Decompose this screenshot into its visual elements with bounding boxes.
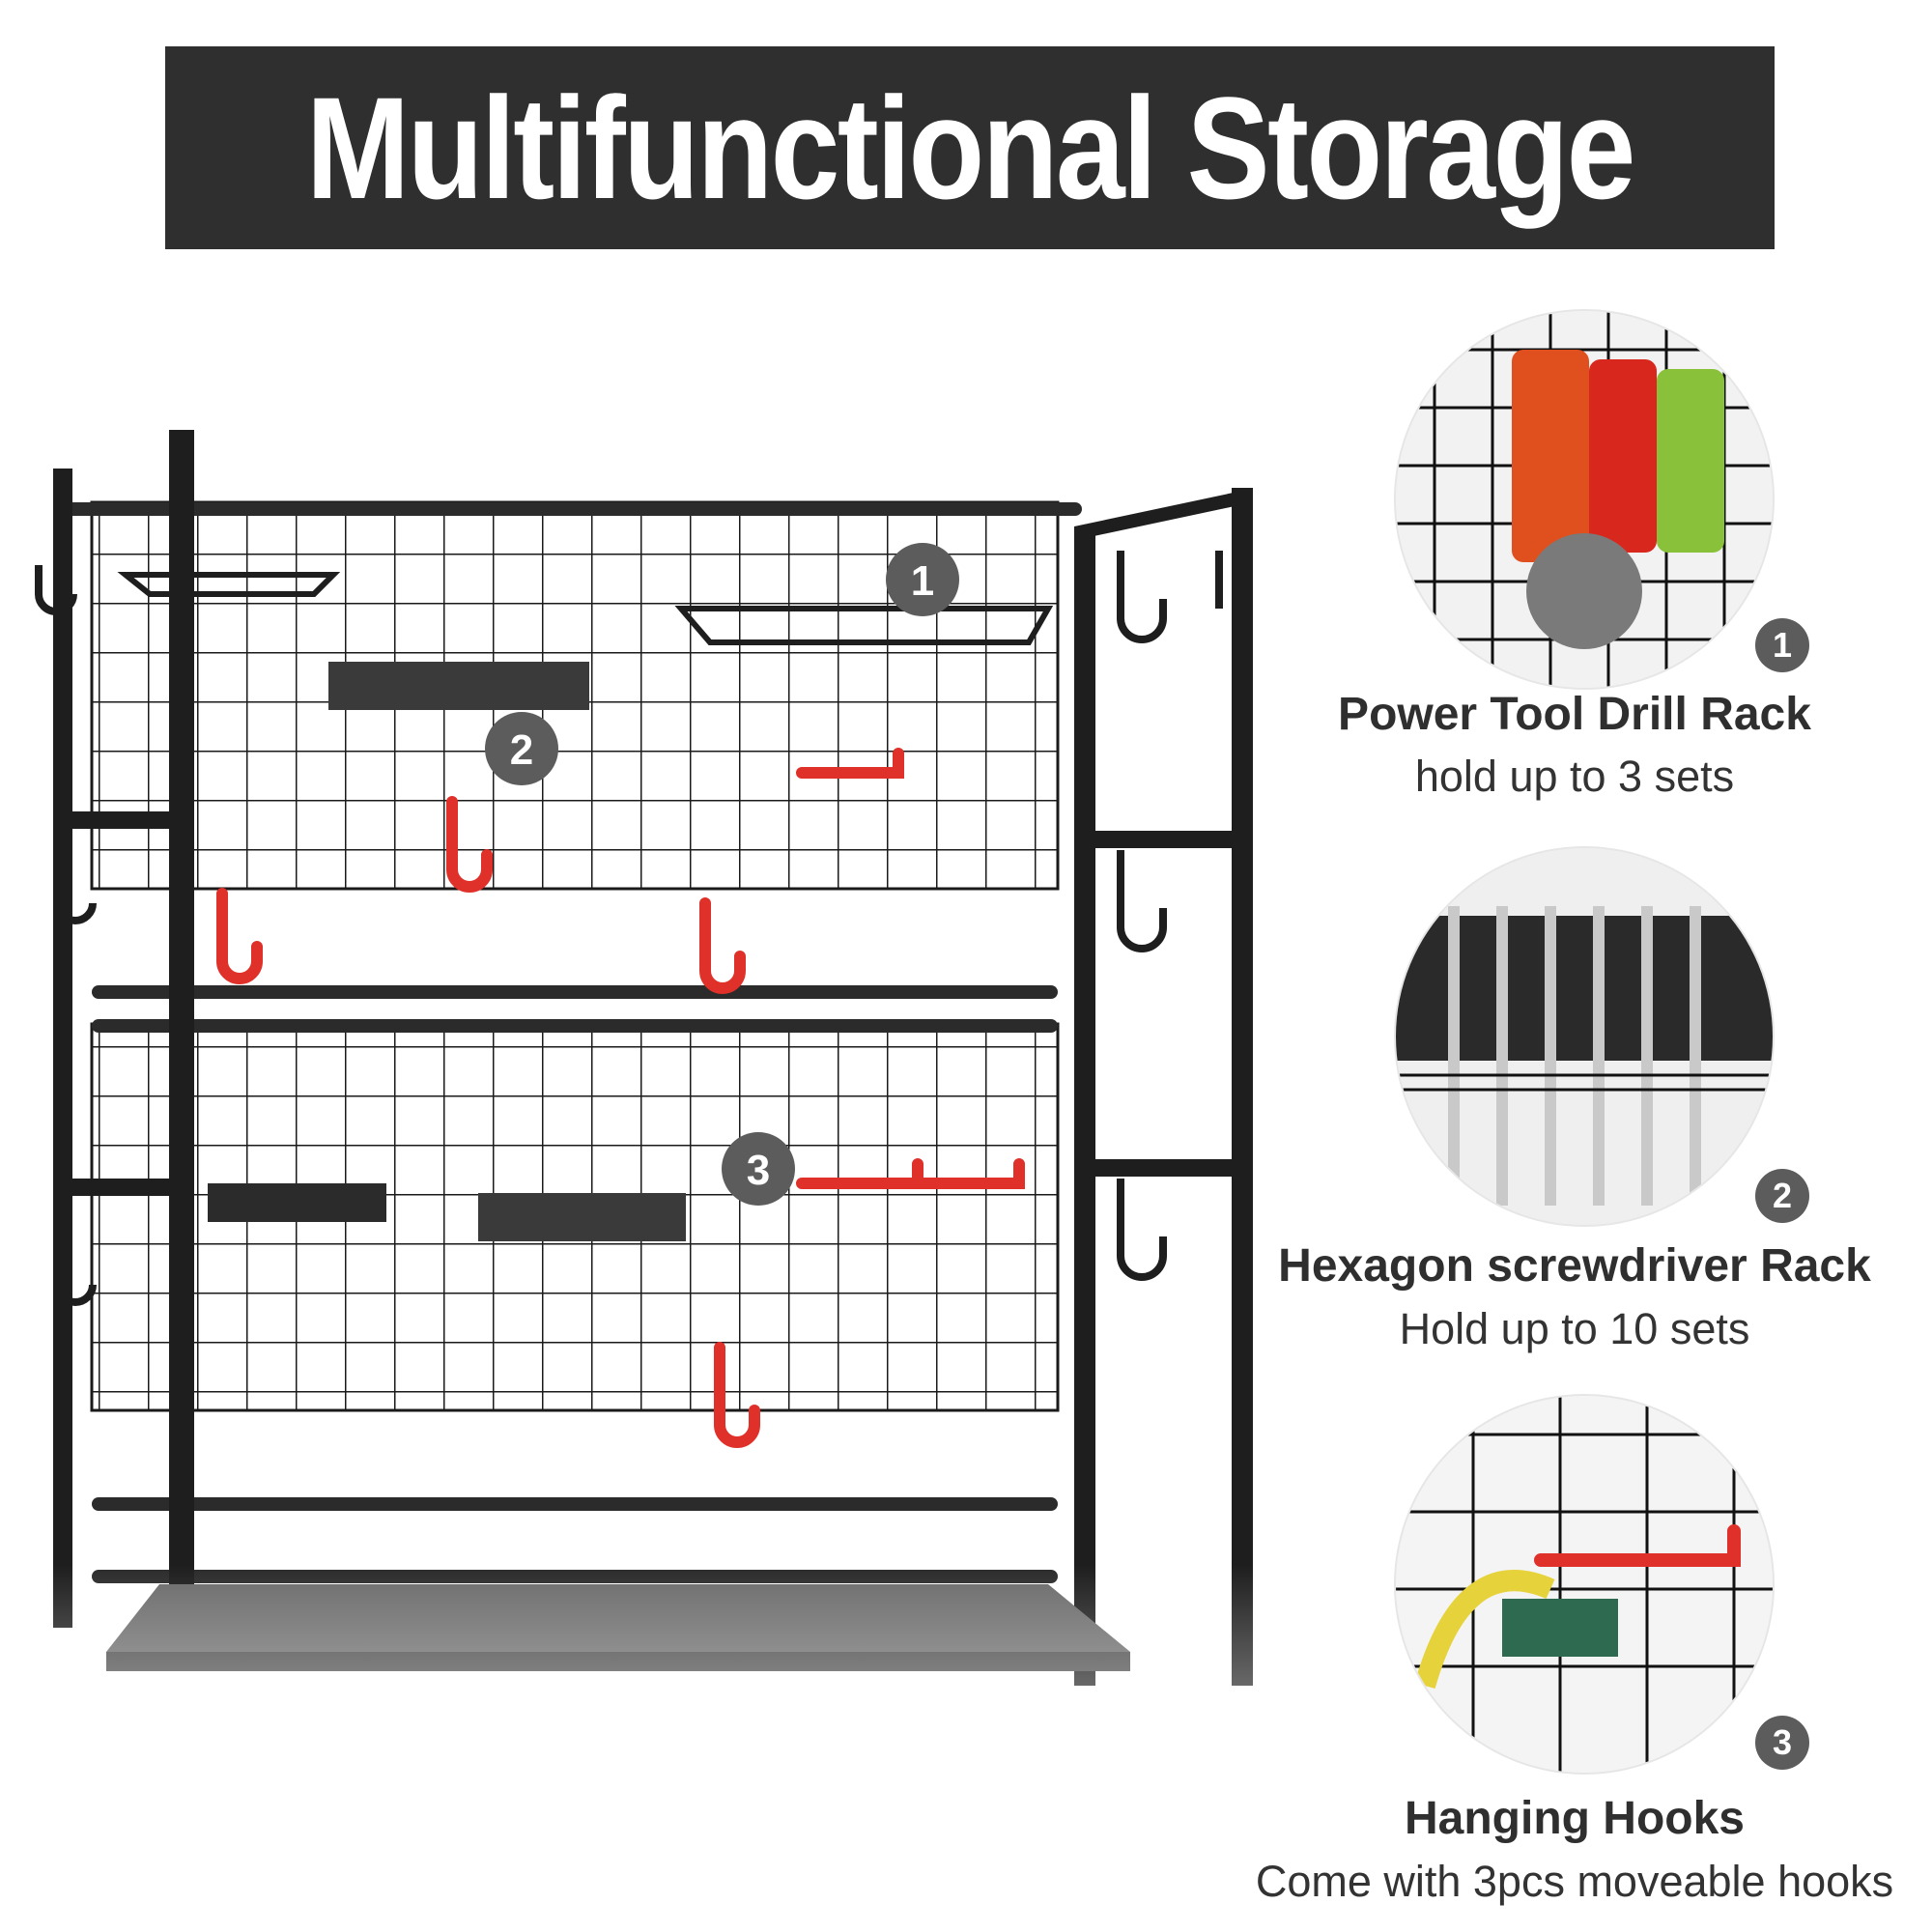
page-title: Multifunctional Storage (306, 66, 1636, 229)
feature-title-2: Hexagon screwdriver Rack (1278, 1240, 1871, 1292)
feature-title-3: Hanging Hooks (1404, 1793, 1745, 1844)
feature-title-1: Power Tool Drill Rack (1338, 689, 1811, 740)
drill-rack-photo (1396, 311, 1773, 688)
rack-callout-1: 1 (886, 543, 959, 616)
feature-number-1: 1 (1755, 618, 1809, 672)
rack-callout-2: 2 (485, 712, 558, 785)
svg-text:1: 1 (911, 557, 934, 605)
storage-rack-image: 1 2 3 (0, 406, 1294, 1932)
feature-subtitle-1: hold up to 3 sets (1414, 752, 1735, 801)
feature-number-3: 3 (1755, 1716, 1809, 1770)
svg-text:3: 3 (747, 1147, 770, 1194)
feature-subtitle-2: Hold up to 10 sets (1399, 1304, 1750, 1353)
svg-text:2: 2 (510, 726, 533, 774)
hanging-hooks-photo (1396, 1396, 1773, 1773)
hexagon-rack-photo (1396, 848, 1773, 1225)
title-banner: Multifunctional Storage (165, 46, 1775, 249)
feature-number-2: 2 (1755, 1169, 1809, 1223)
feature-subtitle-3: Come with 3pcs moveable hooks (1255, 1857, 1894, 1906)
rack-callout-3: 3 (722, 1132, 795, 1206)
